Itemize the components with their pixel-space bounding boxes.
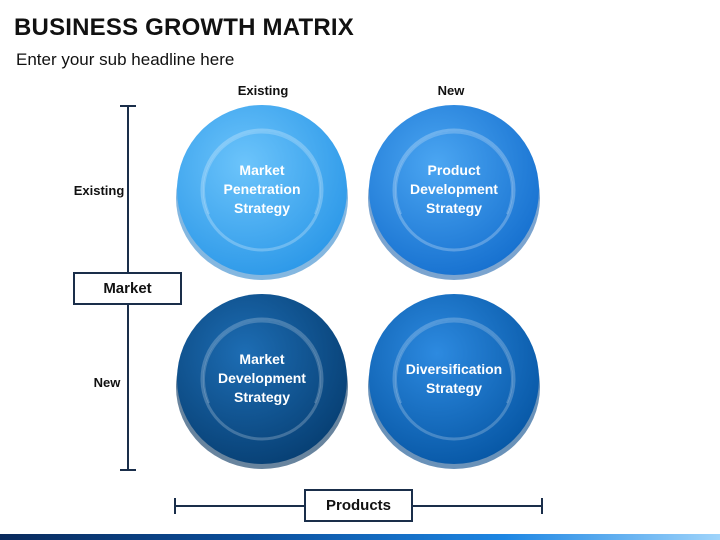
products-axis-cap-right: [541, 498, 543, 514]
market-development-line1: Market: [239, 351, 285, 367]
market-penetration-line3: Strategy: [233, 200, 291, 216]
page-title: BUSINESS GROWTH MATRIX: [14, 14, 354, 41]
row-header-new: New: [93, 375, 121, 390]
page-subtitle: Enter your sub headline here: [16, 50, 235, 69]
market-development-line2: Development: [218, 370, 306, 386]
diversification-circle: [368, 294, 540, 469]
market-axis-cap-top: [120, 105, 136, 107]
products-axis-label: Products: [304, 489, 413, 522]
market-axis-cap-bottom: [120, 469, 136, 471]
product-development-line2: Development: [410, 181, 498, 197]
diversification-label: Diversification Strategy: [379, 360, 529, 398]
market-axis-label: Market: [73, 272, 182, 305]
diversification-line2: Strategy: [425, 380, 483, 396]
column-header-new: New: [437, 83, 465, 98]
product-development-line1: Product: [427, 162, 481, 178]
market-penetration-line1: Market: [239, 162, 285, 178]
market-penetration-circle: [176, 105, 348, 280]
products-axis-cap-left: [174, 498, 176, 514]
diversification-line1: Diversification: [405, 361, 503, 377]
row-header-existing: Existing: [73, 183, 125, 198]
market-development-circle: [176, 294, 348, 469]
product-development-circle: [368, 105, 540, 280]
market-penetration-line2: Penetration: [223, 181, 301, 197]
column-header-existing: Existing: [237, 83, 289, 98]
product-development-line3: Strategy: [425, 200, 483, 216]
product-development-label: Product Development Strategy: [379, 161, 529, 218]
market-development-line3: Strategy: [233, 389, 291, 405]
market-development-label: Market Development Strategy: [187, 350, 337, 407]
bottom-accent-bar: [0, 534, 720, 540]
market-penetration-label: Market Penetration Strategy: [187, 161, 337, 218]
